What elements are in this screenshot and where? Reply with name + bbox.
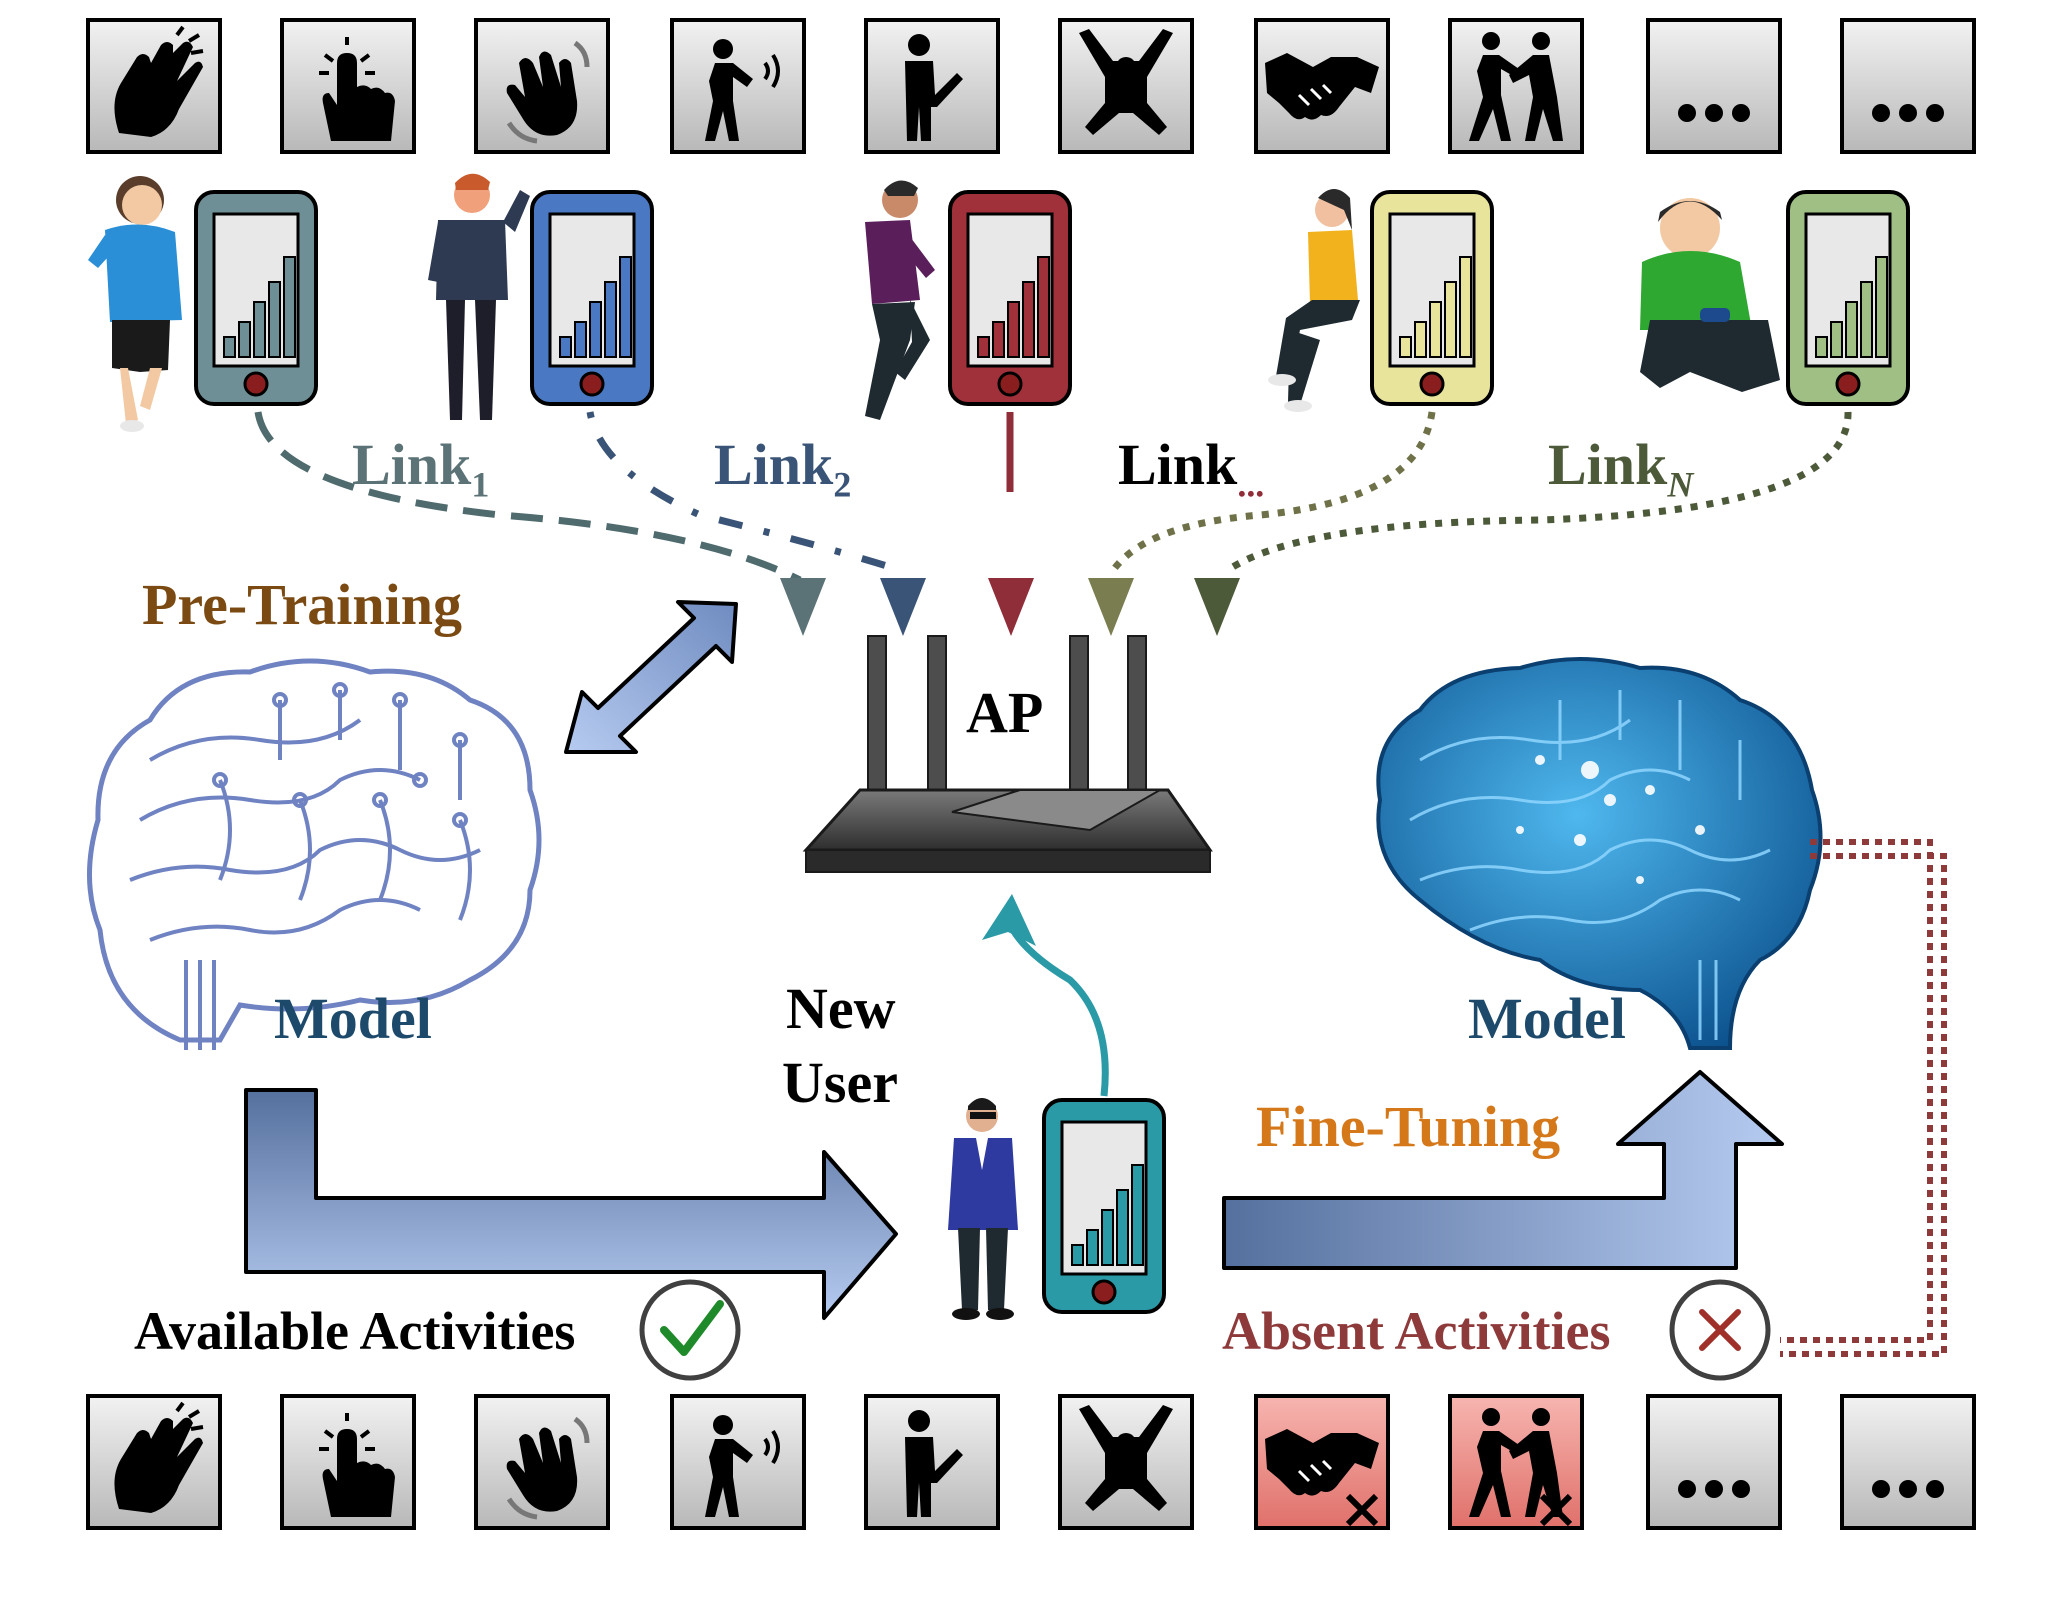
jump-person-icon [1079, 29, 1173, 135]
link-n-arrowhead-icon [1194, 578, 1240, 636]
available-activities-label: Available Activities [134, 1301, 576, 1361]
activity-tile [1840, 18, 1976, 154]
link-n-label: LinkN [1548, 432, 1694, 505]
link-2-arrowhead-icon [880, 578, 926, 636]
new-user-figure-icon [948, 1098, 1018, 1320]
tap-icon [319, 1413, 395, 1517]
user-woman-sitting [1268, 189, 1494, 412]
model-left-label: Model [274, 986, 432, 1051]
activity-tile [864, 1394, 1000, 1530]
jump-person-icon [1079, 1405, 1173, 1511]
person-figure-icon [1268, 189, 1360, 412]
wireless-links [254, 411, 1852, 584]
activity-tile [280, 18, 416, 154]
absent-cross-icon [1669, 1279, 1771, 1381]
activity-tile [1058, 1394, 1194, 1530]
user-boy-gaming [1640, 190, 1910, 406]
fight-icon [1469, 1408, 1563, 1517]
ellipsis-icon [1678, 1480, 1750, 1498]
link-3-arrowhead-icon [988, 578, 1034, 636]
available-check-icon [639, 1279, 741, 1381]
new-user-phone-icon [1042, 1098, 1166, 1314]
pre-training-double-arrow [564, 600, 738, 754]
point-person-icon [905, 1410, 963, 1517]
link-2-label: Link2 [714, 432, 852, 505]
phone-icon [1370, 190, 1494, 406]
ellipsis-icon [1678, 104, 1750, 122]
handshake-icon [1265, 53, 1379, 120]
activity-tile [1840, 1394, 1976, 1530]
activity-tile [670, 18, 806, 154]
person-figure-icon [428, 173, 530, 420]
absent-feedback-line [1780, 839, 1947, 1357]
person-figure-icon [88, 176, 182, 432]
person-figure-icon [1640, 198, 1780, 392]
activity-tile [474, 18, 610, 154]
user-man-waving [428, 173, 654, 420]
link-dots-label: Link... [1118, 432, 1265, 505]
wave-hand-icon [506, 1416, 590, 1520]
activity-tile [670, 1394, 806, 1530]
activity-tile [86, 18, 222, 154]
fine-tuning-label: Fine-Tuning [1256, 1094, 1561, 1159]
new-user-link-arrowhead-icon [982, 894, 1036, 946]
activity-tile [1646, 1394, 1782, 1530]
user-man-climbing [865, 180, 1072, 420]
access-point-router-icon [802, 635, 1213, 873]
ellipsis-icon [1872, 104, 1944, 122]
new-user-label-line1: New [786, 976, 896, 1041]
absent-x-icon [1345, 1493, 1379, 1527]
shout-person-icon [705, 1415, 780, 1517]
link-1-label: Link1 [352, 432, 490, 505]
activity-tile [474, 1394, 610, 1530]
person-figure-icon [865, 180, 935, 420]
pre-trained-model-brain-icon [86, 658, 542, 1050]
clap-icon [114, 25, 204, 137]
fine-tuned-model-brain-icon [1376, 657, 1823, 1050]
absent-activity-tile [1448, 1394, 1584, 1530]
top-activity-row [86, 18, 1976, 154]
bottom-activity-row [86, 1394, 1976, 1530]
activity-tile [280, 1394, 416, 1530]
link-1-arrowhead-icon [780, 578, 826, 636]
point-person-icon [905, 34, 963, 141]
link-n-line [1226, 411, 1852, 573]
fight-icon [1469, 32, 1563, 141]
phone-icon [1786, 190, 1910, 406]
activity-tile [1646, 18, 1782, 154]
wave-hand-icon [506, 40, 590, 144]
link-arrowheads [780, 578, 1240, 636]
link-2-line [586, 411, 902, 574]
user-boy-running [88, 176, 318, 432]
activity-tile [1448, 18, 1584, 154]
activity-tile [864, 18, 1000, 154]
fine-tuning-arrow [1222, 1070, 1784, 1270]
phone-icon [194, 190, 318, 406]
ap-label: AP [966, 680, 1044, 745]
phone-icon [530, 190, 654, 406]
link-4-arrowhead-icon [1088, 578, 1134, 636]
model-right-label: Model [1468, 986, 1626, 1051]
link-1-line [254, 411, 802, 584]
tap-icon [319, 37, 395, 141]
activity-tile [1058, 18, 1194, 154]
handshake-icon [1265, 1429, 1379, 1496]
link-4-line [1107, 411, 1436, 577]
new-user-label-line2: User [782, 1050, 898, 1115]
ellipsis-icon [1872, 1480, 1944, 1498]
absent-x-icon [1539, 1493, 1573, 1527]
activity-tile [1254, 18, 1390, 154]
shout-person-icon [705, 39, 780, 141]
available-data-arrow [244, 1088, 898, 1320]
clap-icon [114, 1401, 204, 1513]
pre-training-label: Pre-Training [142, 572, 463, 637]
activity-tile [86, 1394, 222, 1530]
absent-activity-tile [1254, 1394, 1390, 1530]
new-user-link-line [1004, 918, 1109, 1097]
absent-activities-label: Absent Activities [1222, 1301, 1611, 1361]
phone-icon [948, 190, 1072, 406]
